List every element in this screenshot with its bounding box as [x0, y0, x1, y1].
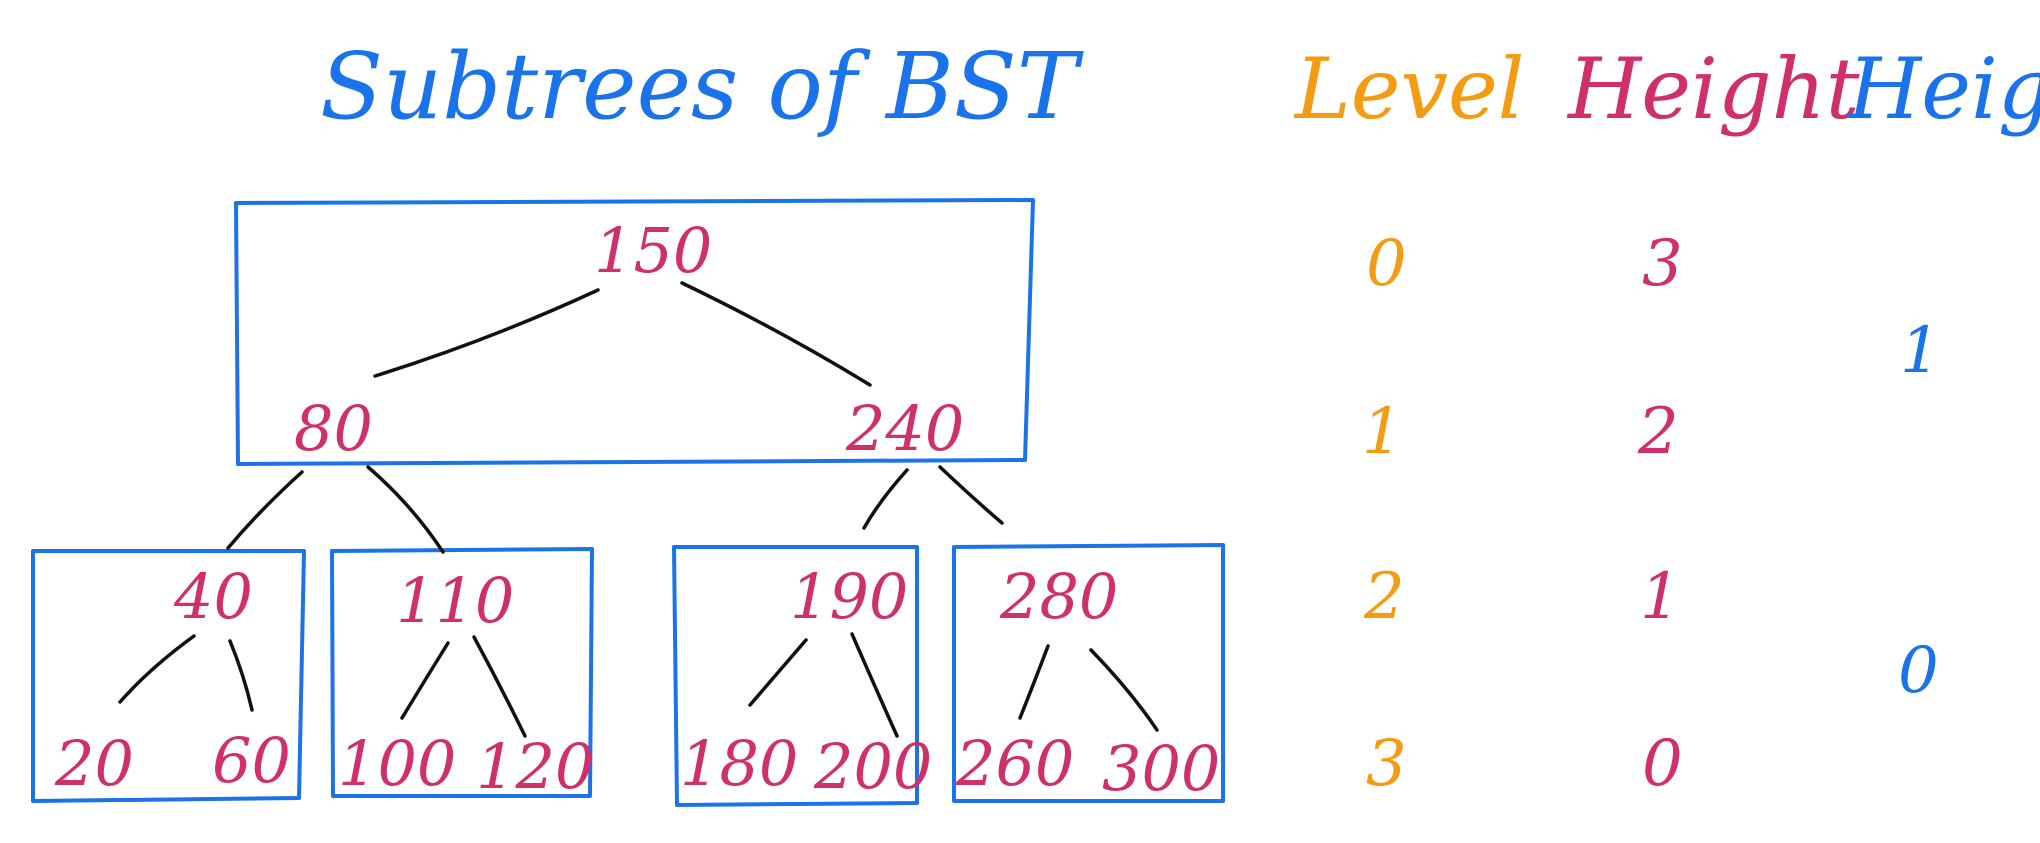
- edge-240-190: [862, 468, 909, 530]
- subtree-height-value-1: 1: [1900, 314, 1941, 388]
- edge-40-20: [118, 634, 196, 704]
- node-280: 280: [999, 560, 1118, 633]
- edge-150-240: [680, 281, 872, 387]
- height-value-0: 0: [1642, 727, 1683, 801]
- node-80: 80: [294, 392, 373, 465]
- subtree-height-value-0: 0: [1898, 634, 1939, 708]
- level-value-1: 1: [1362, 395, 1403, 469]
- level-header: Level: [1293, 40, 1525, 138]
- edge-40-60: [228, 639, 254, 712]
- node-300: 300: [1102, 732, 1220, 805]
- level-value-2: 2: [1363, 560, 1405, 634]
- subtree-box-root: [234, 198, 1035, 466]
- level-value-3: 3: [1366, 727, 1407, 801]
- subtree-box-40: [31, 549, 306, 803]
- node-40: 40: [173, 560, 253, 633]
- node-180: 180: [680, 727, 798, 800]
- node-150: 150: [594, 214, 712, 287]
- edge-150-80: [373, 288, 600, 378]
- edge-80-110: [366, 465, 445, 554]
- edge-110-120: [472, 635, 527, 738]
- edge-110-100: [400, 641, 450, 720]
- height-value-2: 2: [1637, 395, 1679, 469]
- subtree-box-280: [952, 543, 1225, 803]
- subtree-box-190: [672, 545, 919, 807]
- edge-80-40: [226, 470, 304, 550]
- edge-280-260: [1018, 644, 1050, 720]
- edge-190-180: [748, 638, 808, 707]
- node-260: 260: [955, 727, 1074, 800]
- node-190: 190: [790, 560, 908, 633]
- diagram-title: Subtrees of BST: [320, 33, 1084, 140]
- node-100: 100: [338, 727, 456, 800]
- node-110: 110: [396, 564, 514, 637]
- edge-240-280: [938, 465, 1004, 525]
- height-value-3: 3: [1642, 227, 1683, 301]
- height-header: Height: [1566, 40, 1860, 138]
- edge-280-300: [1089, 648, 1159, 732]
- node-120: 120: [476, 730, 594, 803]
- node-20: 20: [54, 727, 134, 800]
- node-240: 240: [845, 392, 964, 465]
- subtree-height-header: Height: [1846, 40, 2040, 138]
- node-200: 200: [813, 730, 932, 803]
- node-60: 60: [212, 724, 291, 797]
- height-value-1: 1: [1640, 560, 1681, 634]
- level-value-0: 0: [1366, 227, 1407, 301]
- edge-190-200: [850, 632, 899, 738]
- subtree-box-110: [330, 547, 594, 798]
